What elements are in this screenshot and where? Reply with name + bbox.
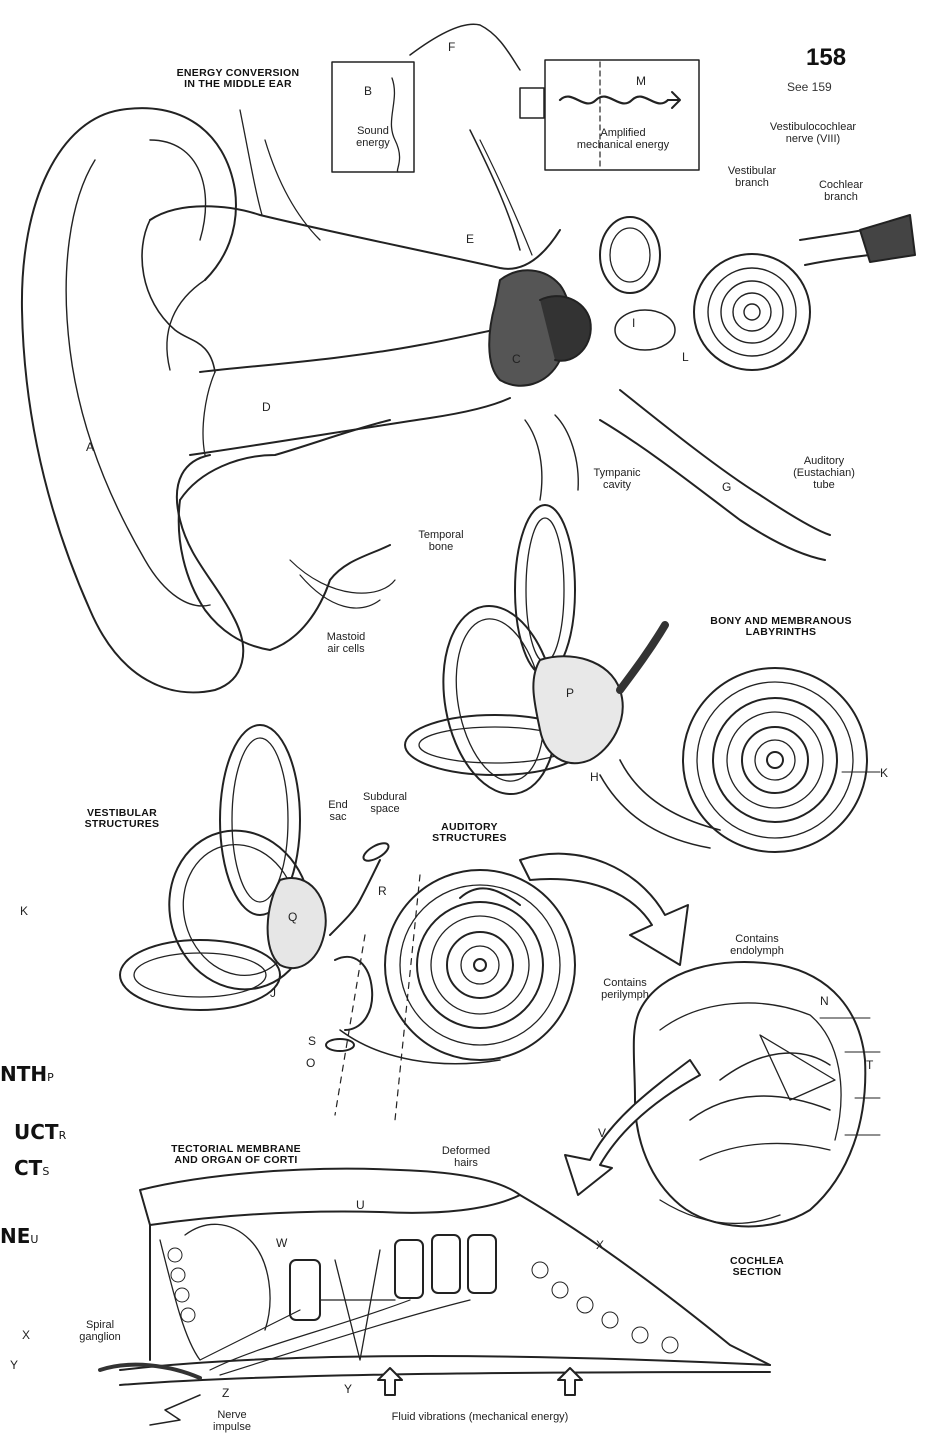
letter-h: H: [590, 770, 599, 784]
main-semicircular-canals: [600, 217, 675, 350]
left-edge-nth-text: NTH: [0, 1062, 47, 1086]
middle-ear: [489, 270, 591, 500]
label-vestibular-branch: Vestibular branch: [712, 166, 792, 190]
temporal-bone-lower: [179, 420, 395, 650]
letter-g: G: [722, 480, 731, 494]
label-temporal-bone: Temporal bone: [400, 530, 482, 554]
curved-arrow-to-section: [520, 854, 688, 965]
letter-k: K: [880, 766, 888, 780]
organ-of-corti: [100, 1169, 770, 1425]
letter-d: D: [262, 400, 271, 414]
external-auditory-canal: [190, 328, 510, 455]
vestibulocochlear-nerve: [800, 215, 915, 265]
auricle: [22, 108, 243, 692]
label-deformed-hairs: Deformed hairs: [426, 1146, 506, 1170]
letter-b: B: [364, 84, 372, 98]
left-edge-ct: CTS: [14, 1156, 49, 1180]
label-cochlear-branch: Cochlear branch: [806, 180, 876, 204]
letter-j: J: [270, 986, 276, 1000]
letter-m: M: [636, 74, 646, 88]
letter-y: Y: [344, 1382, 352, 1396]
letter-f: F: [448, 40, 455, 54]
letter-s: S: [308, 1034, 316, 1048]
left-edge-y: Y: [10, 1358, 18, 1372]
label-tympanic-cavity: Tympanic cavity: [582, 468, 652, 492]
left-edge-ne-sub: U: [30, 1233, 38, 1246]
letter-o: O: [306, 1056, 315, 1070]
label-mastoid-air-cells: Mastoid air cells: [306, 632, 386, 656]
letter-x: X: [596, 1238, 604, 1252]
label-auditory-tube: Auditory (Eustachian) tube: [768, 456, 880, 492]
letter-c: C: [512, 352, 521, 366]
bony-membranous-labyrinth: [405, 505, 880, 852]
letter-p: P: [566, 686, 574, 700]
left-edge-ct-sub: S: [42, 1165, 49, 1178]
letter-q: Q: [288, 910, 297, 924]
left-edge-ne: NEU: [0, 1224, 38, 1248]
left-edge-uct: UCTR: [14, 1120, 66, 1144]
title-vestibular-structures: VESTIBULAR STRUCTURES: [62, 808, 182, 831]
left-edge-nth: NTHP: [0, 1062, 54, 1086]
title-auditory-structures: AUDITORY STRUCTURES: [412, 822, 527, 845]
title-energy-conversion: ENERGY CONVERSION IN THE MIDDLE EAR: [148, 68, 328, 91]
letter-t: T: [866, 1058, 873, 1072]
label-fluid-vibrations: Fluid vibrations (mechanical energy): [350, 1412, 610, 1424]
left-edge-ct-text: CT: [14, 1156, 42, 1180]
left-edge-k: K: [20, 904, 28, 918]
main-cochlea: [694, 254, 810, 370]
label-nerve-impulse: Nerve impulse: [204, 1410, 260, 1434]
letter-v: V: [598, 1126, 606, 1140]
label-end-sac: End sac: [318, 800, 358, 824]
left-edge-x: X: [22, 1328, 30, 1342]
letter-e: E: [466, 232, 474, 246]
label-contains-endolymph: Contains endolymph: [712, 934, 802, 958]
letter-r: R: [378, 884, 387, 898]
label-subdural-space: Subdural space: [355, 792, 415, 816]
see-reference: See 159: [787, 80, 832, 94]
letter-w: W: [276, 1236, 287, 1250]
letter-a: A: [86, 440, 94, 454]
label-amplified-energy: Amplified mechanical energy: [550, 128, 696, 152]
label-spiral-ganglion: Spiral ganglion: [68, 1320, 132, 1344]
left-edge-ne-text: NE: [0, 1224, 30, 1248]
left-edge-uct-text: UCT: [14, 1120, 59, 1144]
page-number: 158: [806, 44, 846, 72]
left-edge-nth-sub: P: [47, 1071, 54, 1084]
letter-i: I: [632, 316, 635, 330]
vestibular-auditory-structures: [120, 725, 575, 1120]
letter-n: N: [820, 994, 829, 1008]
label-sound-energy: Sound energy: [336, 126, 410, 150]
letter-u: U: [356, 1198, 365, 1212]
label-vestibulocochlear-nerve: Vestibulocochlear nerve (VIII): [738, 122, 888, 146]
left-edge-uct-sub: R: [59, 1129, 67, 1142]
title-tectorial-membrane: TECTORIAL MEMBRANE AND ORGAN OF CORTI: [138, 1144, 334, 1167]
title-cochlea-section: COCHLEA SECTION: [712, 1256, 802, 1279]
letter-l: L: [682, 350, 689, 364]
letter-z: Z: [222, 1386, 229, 1400]
label-contains-perilymph: Contains perilymph: [585, 978, 665, 1002]
title-bony-membranous-labyrinths: BONY AND MEMBRANOUS LABYRINTHS: [676, 616, 886, 639]
